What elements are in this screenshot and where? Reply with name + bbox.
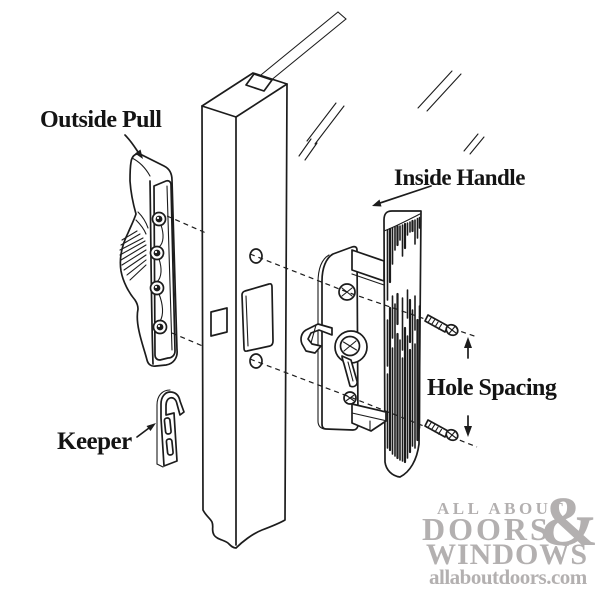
alignment-dashed-lines: [166, 215, 478, 448]
grip-hatching: [119, 230, 147, 281]
outside-pull-arrow: [124, 134, 143, 159]
watermark-line-windows: WINDOWS: [426, 538, 589, 571]
handle-ridges: [386, 216, 421, 464]
inside-handle-drawing: [300, 210, 422, 478]
outside-pull-drawing: [119, 152, 178, 368]
keeper-drawing: [156, 389, 185, 468]
glass-reflection-marks: [298, 70, 485, 161]
keeper-arrow: [136, 423, 156, 438]
pull-screw-bosses: [149, 211, 168, 335]
watermark-line-all-about: ALL ABOUT: [437, 499, 567, 518]
hole-spacing-arrows: [464, 337, 472, 437]
outside-pull-label: Outside Pull: [40, 107, 162, 133]
door-stile-drawing: [201, 72, 288, 549]
watermark-ampersand: &: [540, 484, 599, 561]
hole-spacing-label: Hole Spacing: [427, 375, 557, 401]
watermark-line-doors: DOORS: [422, 511, 551, 547]
keeper-label: Keeper: [57, 428, 132, 455]
glazing-strip: [255, 11, 347, 87]
watermark-url: allaboutdoors.com: [429, 565, 587, 589]
inside-handle-plate: [300, 245, 387, 432]
mounting-screw-top: [424, 314, 459, 337]
inside-handle-arrow: [372, 185, 432, 207]
inside-handle-label: Inside Handle: [394, 165, 525, 190]
mounting-screw-bottom: [424, 419, 459, 442]
